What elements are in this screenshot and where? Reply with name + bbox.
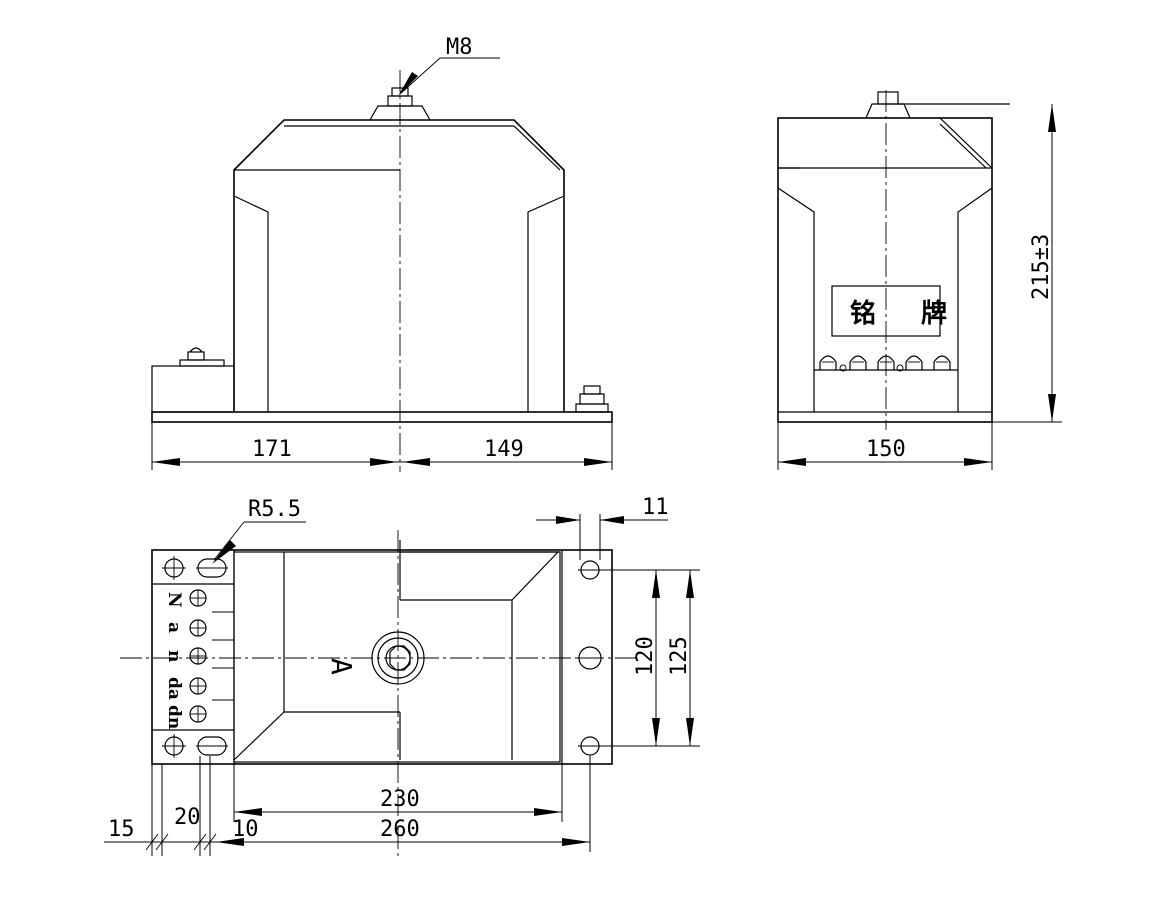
dim-plan-inner-length: 230	[380, 787, 420, 812]
dim-plan-slot-width: 11	[642, 495, 669, 520]
mounting-holes	[162, 556, 604, 758]
dim-plan-bolt-inner: 120	[633, 636, 658, 676]
side-view: 铭 牌 215±3	[777, 90, 1062, 470]
nameplate-text: 铭 牌	[850, 298, 965, 329]
dim-plan-offset-20: 20	[174, 805, 201, 830]
dim-side-height: 215±3	[1029, 234, 1054, 300]
callout-bolt-thread: M8	[446, 35, 473, 60]
dim-plan-offset-15: 15	[108, 817, 135, 842]
front-view: M8 171 149	[151, 35, 613, 472]
terminal-label-dn: dn	[164, 705, 184, 729]
base-bolt	[575, 385, 609, 413]
dim-side-width: 150	[866, 437, 906, 462]
dim-front-left: 171	[252, 437, 292, 462]
plan-view: A	[104, 495, 700, 860]
terminal-screws	[189, 589, 207, 723]
dim-front-right: 149	[484, 437, 524, 462]
terminal-label-da: da	[164, 677, 184, 700]
terminal-label-N: N	[164, 592, 184, 608]
view-label: A	[325, 658, 358, 675]
dim-plan-bolt-outer: 125	[667, 636, 692, 676]
terminal-label-a: a	[164, 622, 184, 633]
callout-slot-radius: R5.5	[248, 497, 301, 522]
left-box-bolt	[179, 347, 225, 367]
dim-plan-offset-10: 10	[232, 817, 259, 842]
dim-plan-total-length: 260	[380, 817, 420, 842]
terminal-label-n: n	[164, 650, 184, 662]
